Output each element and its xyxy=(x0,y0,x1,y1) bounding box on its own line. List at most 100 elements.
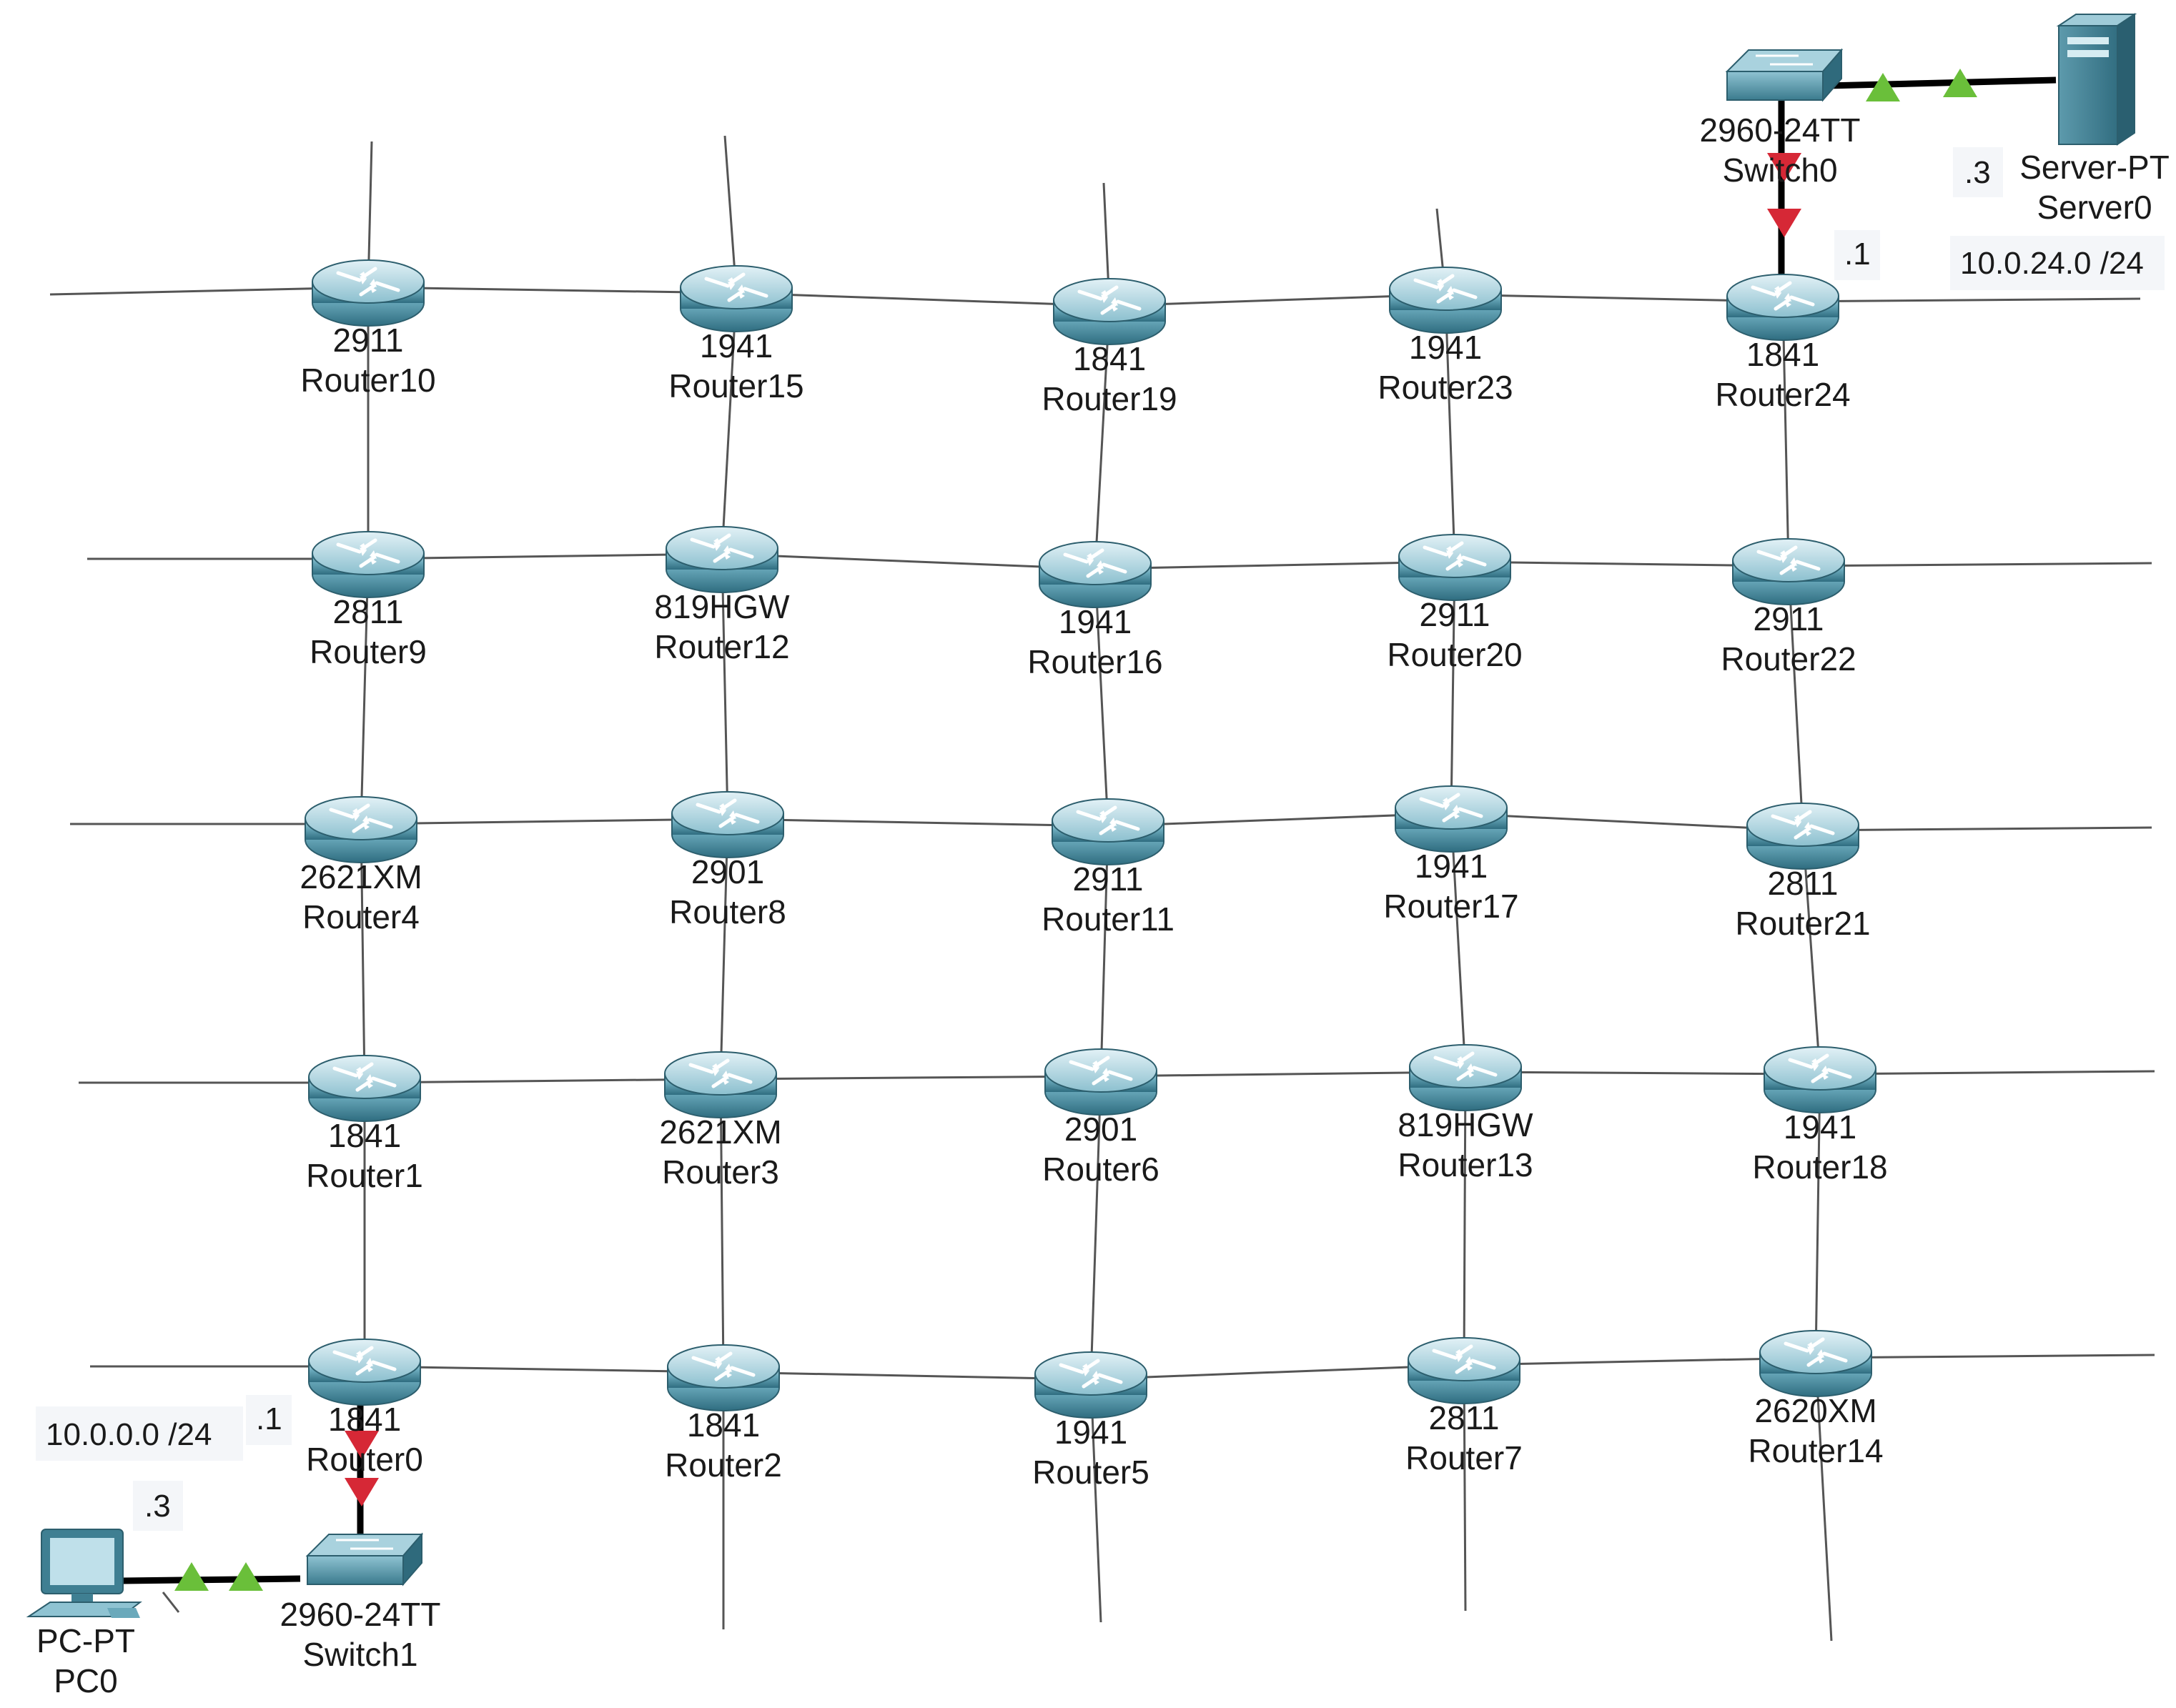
router-name-label: Router2 xyxy=(665,1446,782,1484)
link-r23-r20 xyxy=(1444,294,1456,562)
router-name-label: Router21 xyxy=(1735,905,1870,942)
router-model-label: 2811 xyxy=(333,593,404,630)
link-status-up-icon xyxy=(174,1562,209,1591)
router-model-label: 1941 xyxy=(1059,603,1132,640)
link-r22-r21 xyxy=(1787,565,1804,831)
router-model-label: 2911 xyxy=(1754,600,1824,637)
router-name-label: Router9 xyxy=(310,633,427,670)
link-stub-row1-right xyxy=(1788,562,2152,567)
router-icon xyxy=(1410,1045,1521,1111)
router-name-label: Router13 xyxy=(1398,1146,1533,1183)
router-model-label: 2811 xyxy=(1768,865,1839,902)
router-icon xyxy=(1764,1047,1876,1113)
switch-model-label: 2960-24TT xyxy=(1699,111,1860,149)
switch-model-label: 2960-24TT xyxy=(280,1596,440,1633)
server-model-label: Server-PT xyxy=(2019,149,2170,186)
link-r16-r20 xyxy=(1094,560,1455,570)
router-name-label: Router0 xyxy=(306,1441,423,1478)
link-r13-r7 xyxy=(1463,1071,1467,1366)
router-name-label: Router8 xyxy=(669,893,786,930)
switch-name-label: Switch0 xyxy=(1722,152,1837,189)
router-icon xyxy=(309,1056,420,1121)
router-icon xyxy=(681,266,792,332)
router-name-label: Router7 xyxy=(1405,1439,1523,1476)
router-name-label: Router1 xyxy=(306,1157,423,1194)
note-network-top: 10.0.24.0 /24 xyxy=(1950,236,2165,290)
router-icon xyxy=(1039,542,1151,607)
router-icon xyxy=(1045,1049,1157,1115)
link-r6-r5 xyxy=(1089,1076,1102,1380)
link-r17-r21 xyxy=(1450,812,1804,832)
devices-layer: 2911Router101941Router151841Router191941… xyxy=(26,13,2170,1699)
link-stub-col3-bottom xyxy=(1463,1364,1467,1612)
switch-name-label: Switch1 xyxy=(302,1636,417,1673)
note-network-bottom: 10.0.0.0 /24 xyxy=(36,1406,243,1461)
router-name-label: Router17 xyxy=(1383,888,1518,925)
switch-icon xyxy=(306,1533,423,1586)
router-name-label: Router15 xyxy=(668,367,803,404)
router-icon xyxy=(312,532,424,597)
link-r2-r5 xyxy=(723,1371,1092,1381)
link-r12-r8 xyxy=(721,553,729,820)
router-icon xyxy=(305,797,417,863)
link-stub-row0-right xyxy=(1782,297,2141,303)
router-name-label: Router11 xyxy=(1042,900,1174,938)
router-icon xyxy=(1390,267,1501,333)
router-model-label: 1941 xyxy=(1784,1108,1856,1146)
link-r6-r13 xyxy=(1100,1071,1466,1078)
host-label-server0: .3 xyxy=(1964,155,1991,190)
router-name-label: Router10 xyxy=(300,362,435,399)
router-name-label: Router16 xyxy=(1027,643,1162,680)
router-model-label: 819HGW xyxy=(1398,1106,1533,1143)
pc-model-label: PC-PT xyxy=(36,1622,135,1659)
link-stub-row2-right xyxy=(1802,826,2152,832)
router-name-label: Router3 xyxy=(662,1153,779,1191)
router-name-label: Router20 xyxy=(1387,636,1522,673)
link-r15-r19 xyxy=(736,292,1110,307)
link-r24-r22 xyxy=(1781,301,1790,567)
link-r5-r7 xyxy=(1090,1364,1465,1381)
link-stub-col4-bottom xyxy=(1814,1357,1833,1642)
link-pc0-switch1 xyxy=(122,1575,301,1584)
link-status-down-icon xyxy=(345,1478,379,1506)
router-icon xyxy=(665,1052,776,1118)
link-switch0-server0 xyxy=(1826,76,2057,89)
router-icon xyxy=(309,1339,420,1405)
router-model-label: 1941 xyxy=(700,327,773,364)
link-r21-r18 xyxy=(1801,830,1821,1075)
router-model-label: 1941 xyxy=(1409,329,1482,366)
router-model-label: 2901 xyxy=(691,853,764,890)
network-label-bottom: 10.0.0.0 /24 xyxy=(46,1417,212,1452)
link-r11-r6 xyxy=(1099,825,1109,1077)
